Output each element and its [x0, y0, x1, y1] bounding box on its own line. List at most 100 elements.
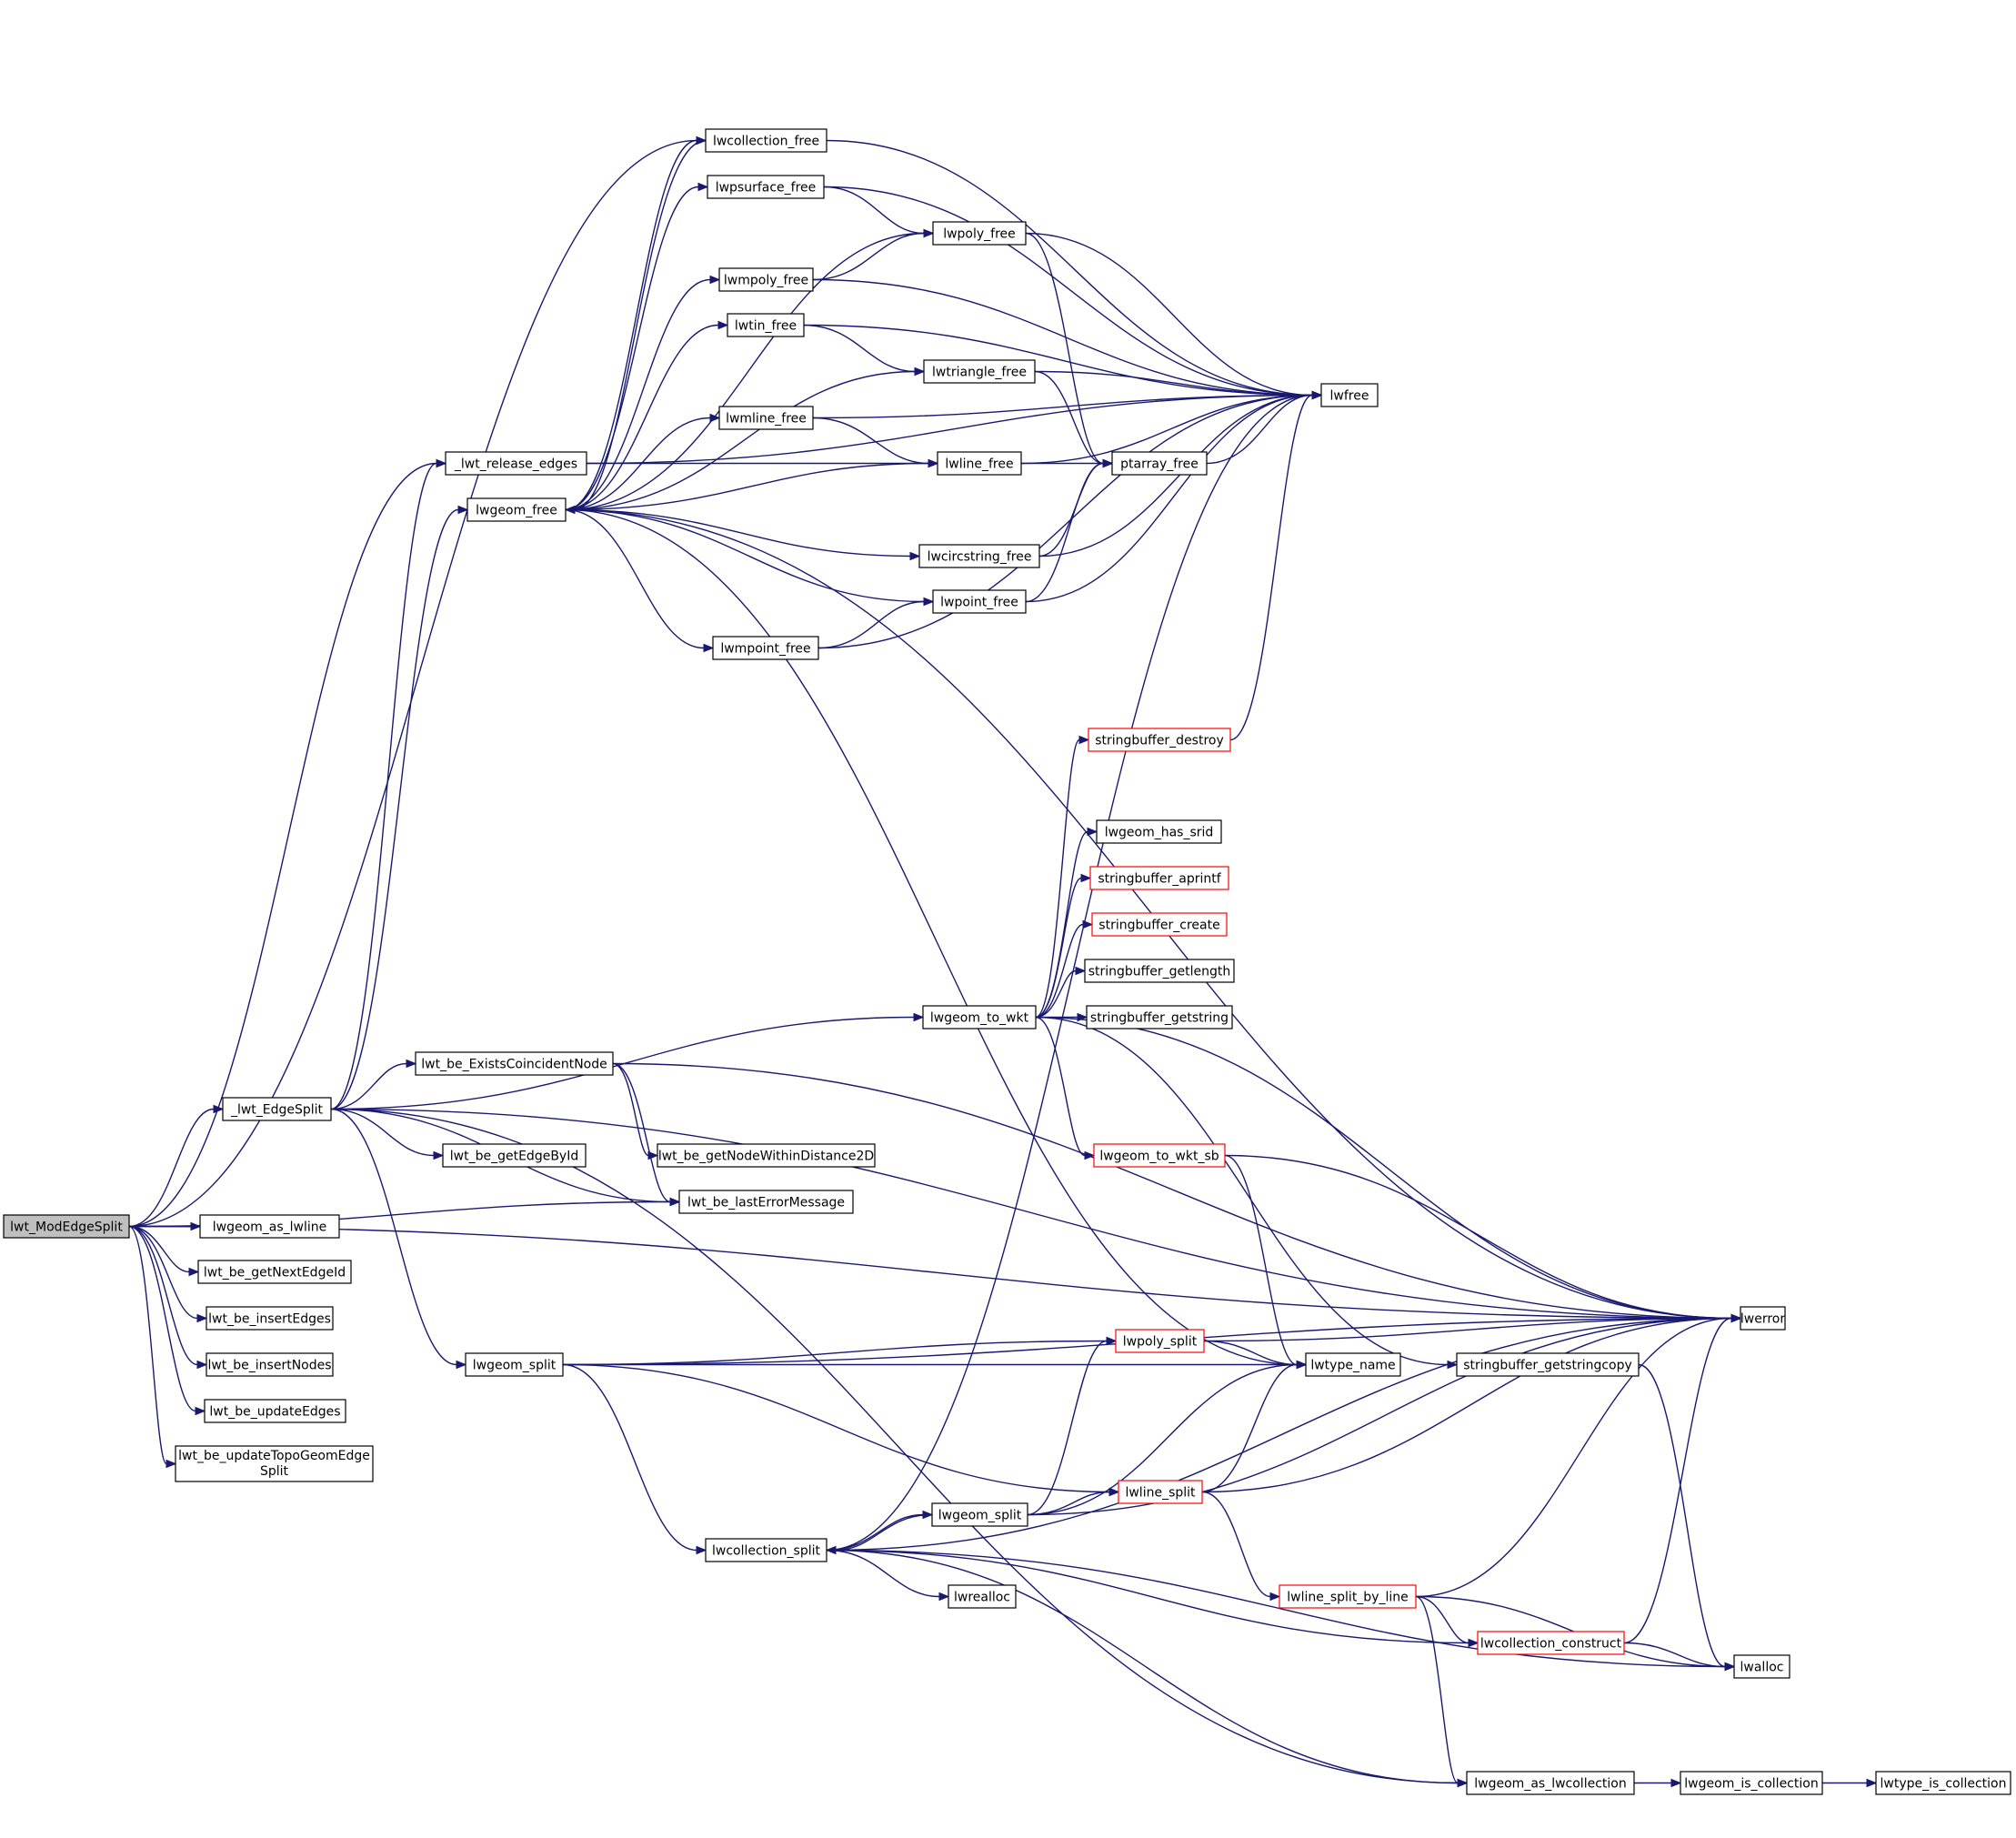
- node-lwt-be-updateedges[interactable]: lwt_be_updateEdges: [204, 1399, 346, 1423]
- node-stringbuffer-destroy[interactable]: stringbuffer_destroy: [1088, 728, 1231, 752]
- node-lwgeom-as-lwline[interactable]: lwgeom_as_lwline: [199, 1214, 340, 1239]
- node-lwcircstring-free[interactable]: lwcircstring_free: [918, 544, 1040, 568]
- edge-line: [817, 394, 1313, 649]
- node--lwt-edgesplit[interactable]: _lwt_EdgeSplit: [222, 1097, 332, 1121]
- node-lwtype-is-collection[interactable]: lwtype_is_collection: [1875, 1771, 2011, 1795]
- node--lwt-release-edges[interactable]: _lwt_release_edges: [445, 451, 587, 476]
- node-ptarray-free[interactable]: ptarray_free: [1111, 451, 1208, 476]
- node-lwt-be-getnodewithindistance2d[interactable]: lwt_be_getNodeWithinDistance2D: [657, 1143, 876, 1168]
- node-lwrealloc[interactable]: lwrealloc: [948, 1584, 1017, 1609]
- node-stringbuffer-getlength[interactable]: stringbuffer_getlength: [1084, 959, 1235, 983]
- node-stringbuffer-aprintf[interactable]: stringbuffer_aprintf: [1089, 866, 1229, 890]
- node-label: lwpoly_free: [943, 227, 1016, 242]
- node-lwpsurface-free[interactable]: lwpsurface_free: [707, 175, 825, 199]
- node-lwt-be-insertnodes[interactable]: lwt_be_insertNodes: [206, 1352, 334, 1377]
- edge-line: [1035, 969, 1077, 1019]
- edge-line: [1206, 394, 1313, 465]
- arrowhead-icon: [1080, 873, 1092, 883]
- node-lwline-free[interactable]: lwline_free: [937, 451, 1022, 476]
- node-label: lwt_be_updateEdges: [209, 1405, 340, 1420]
- edge-line: [1038, 394, 1313, 557]
- node-stringbuffer-getstringcopy[interactable]: stringbuffer_getstringcopy: [1456, 1352, 1640, 1377]
- node-lwfree[interactable]: lwfree: [1320, 383, 1379, 407]
- node-lwpoint-free[interactable]: lwpoint_free: [932, 589, 1027, 614]
- node-label: lwt_be_insertEdges: [208, 1312, 331, 1327]
- edge-lwgeom_free-to-lwpsurface_free: [565, 182, 709, 511]
- arrowhead-icon: [1108, 1487, 1120, 1497]
- edge-stringbuffer_getstringcopy-to-lwalloc: [1638, 1363, 1736, 1672]
- node-stringbuffer-create[interactable]: stringbuffer_create: [1091, 912, 1228, 937]
- node-lwt-be-existscoincidentnode[interactable]: lwt_be_ExistsCoincidentNode: [415, 1051, 614, 1076]
- node-lwcollection-free[interactable]: lwcollection_free: [705, 128, 827, 153]
- node-label: lwcollection_construct: [1480, 1637, 1622, 1652]
- node-lwgeom-split-a[interactable]: lwgeom_split: [465, 1352, 564, 1377]
- node-lwgeom-has-srid[interactable]: lwgeom_has_srid: [1096, 819, 1222, 844]
- node-lwmpoly-free[interactable]: lwmpoly_free: [718, 267, 814, 292]
- node-lwtriangle-free[interactable]: lwtriangle_free: [923, 359, 1036, 384]
- node-label: lwt_be_insertNodes: [207, 1359, 331, 1373]
- edge-line: [1201, 1363, 1298, 1493]
- node-lwerror[interactable]: lwerror: [1740, 1306, 1786, 1331]
- edge-line: [803, 324, 916, 373]
- edge-line: [128, 462, 437, 1228]
- node-label: lwtype_is_collection: [1881, 1777, 2007, 1792]
- node-lwcollection-split[interactable]: lwcollection_split: [705, 1538, 827, 1562]
- edge-lwpoint_free-to-ptarray_free: [1025, 458, 1114, 603]
- edge-lwgeom_to_wkt-to-stringbuffer_aprintf: [1035, 873, 1092, 1019]
- node-lwgeom-to-wkt[interactable]: lwgeom_to_wkt: [922, 1005, 1037, 1029]
- edge-lwgeom_split_a-to-lwcollection_split: [562, 1363, 707, 1555]
- node-lwalloc[interactable]: lwalloc: [1733, 1654, 1790, 1679]
- arrowhead-icon: [1866, 1778, 1878, 1788]
- node-lwgeom-as-lwcollection[interactable]: lwgeom_as_lwcollection: [1466, 1771, 1635, 1795]
- edge-lwgeom_split_b-to-lwline_split: [1027, 1487, 1120, 1516]
- edge-line: [330, 1108, 1732, 1320]
- edge-line: [128, 1225, 167, 1465]
- edge-_lwt_EdgeSplit-to-lwt_be_getEdgeById: [330, 1108, 445, 1160]
- node-lwt-be-lasterrormessage[interactable]: lwt_be_lastErrorMessage: [678, 1190, 854, 1214]
- edge-line: [1415, 1595, 1469, 1644]
- edge-line: [803, 324, 1313, 397]
- node-box: [705, 1538, 827, 1562]
- node-lwt-be-getedgebyid[interactable]: lwt_be_getEdgeById: [442, 1143, 587, 1168]
- node-stringbuffer-getstring[interactable]: stringbuffer_getstring: [1086, 1005, 1233, 1029]
- node-label: lwt_be_getNodeWithinDistance2D: [658, 1150, 874, 1164]
- arrowhead-icon: [1311, 390, 1323, 400]
- edge-lwline_split_by_line-to-lwgeom_as_lwcollection: [1415, 1595, 1469, 1788]
- edge-line: [1203, 1340, 1298, 1366]
- node-lwcollection-construct[interactable]: lwcollection_construct: [1477, 1631, 1625, 1655]
- edge-line: [1027, 1363, 1298, 1516]
- node-lwgeom-split-b[interactable]: lwgeom_split: [931, 1502, 1028, 1527]
- node-lwt-be-insertedges[interactable]: lwt_be_insertEdges: [206, 1306, 334, 1331]
- node-lwgeom-to-wkt-sb[interactable]: lwgeom_to_wkt_sb: [1093, 1143, 1226, 1168]
- node-lwgeom-free[interactable]: lwgeom_free: [466, 497, 567, 522]
- node-lwline-split[interactable]: lwline_split: [1118, 1480, 1203, 1504]
- node-lwtin-free[interactable]: lwtin_free: [727, 313, 805, 337]
- node-lwtype-name[interactable]: lwtype_name: [1305, 1352, 1401, 1377]
- node-label-line: lwt_be_updateTopoGeomEdge: [178, 1449, 370, 1463]
- node-lwt-be-getnextedgeid[interactable]: lwt_be_getNextEdgeId: [197, 1260, 352, 1284]
- edge-line: [128, 1225, 190, 1273]
- node-box: [1466, 1771, 1635, 1795]
- edge-line: [565, 232, 925, 511]
- edge-line: [1638, 1363, 1726, 1668]
- node-box: [222, 1097, 332, 1121]
- node-box: [1091, 912, 1228, 937]
- node-label: lwt_be_getNextEdgeId: [204, 1266, 346, 1281]
- node-lwt-modedgesplit[interactable]: lwt_ModEdgeSplit: [3, 1214, 130, 1239]
- edge-line: [612, 1062, 671, 1203]
- node-label: lwrealloc: [954, 1591, 1010, 1605]
- edge-lwline_split_by_line-to-lwcollection_construct: [1415, 1595, 1479, 1648]
- node-lwpoly-split[interactable]: lwpoly_split: [1115, 1329, 1205, 1353]
- node-lwmline-free[interactable]: lwmline_free: [718, 406, 814, 430]
- node-box: [922, 1005, 1037, 1029]
- edge-line: [826, 1317, 1732, 1552]
- node-lwgeom-is-collection[interactable]: lwgeom_is_collection: [1680, 1771, 1823, 1795]
- edge-line: [1035, 1016, 1732, 1320]
- node-box: [718, 267, 814, 292]
- node-box: [1305, 1352, 1401, 1377]
- node-lwline-split-by-line[interactable]: lwline_split_by_line: [1279, 1584, 1417, 1609]
- node-lwmpoint-free[interactable]: lwmpoint_free: [712, 636, 819, 660]
- node-lwpoly-free[interactable]: lwpoly_free: [932, 221, 1027, 246]
- edge-_lwt_EdgeSplit-to-_lwt_release_edges: [330, 458, 447, 1110]
